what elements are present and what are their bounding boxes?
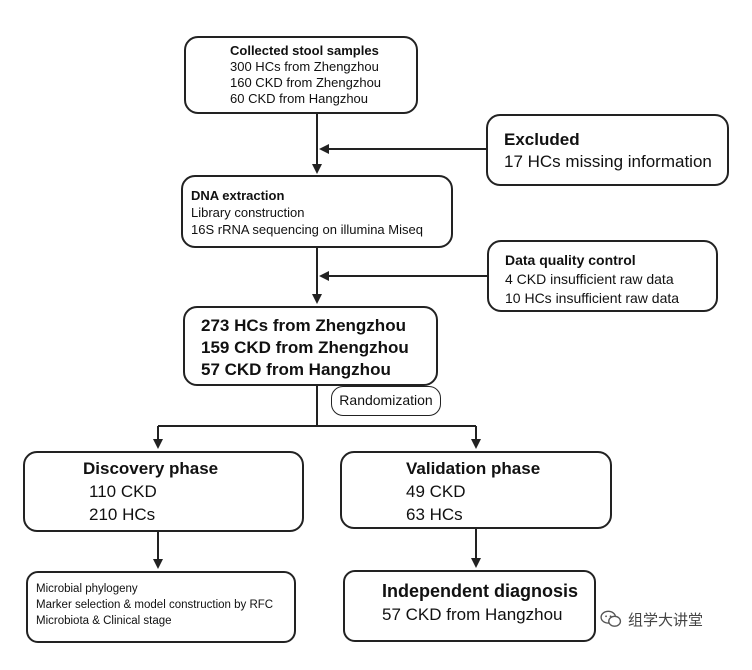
collected-line: 300 HCs from Zhengzhou <box>230 59 379 74</box>
excluded-box: Excluded 17 HCs missing information <box>486 114 729 186</box>
cohort-line: 159 CKD from Zhengzhou <box>201 338 409 357</box>
dna-line: Library construction <box>191 205 305 220</box>
collected-title: Collected stool samples <box>230 43 379 58</box>
cohort-box: 273 HCs from Zhengzhou 159 CKD from Zhen… <box>183 306 438 386</box>
excluded-line: 17 HCs missing information <box>504 152 712 171</box>
independent-diagnosis-box: Independent diagnosis 57 CKD from Hangzh… <box>343 570 596 642</box>
independent-line: 57 CKD from Hangzhou <box>382 605 563 624</box>
collected-line: 160 CKD from Zhengzhou <box>230 75 382 90</box>
quality-control-box: Data quality control 4 CKD insufficient … <box>487 240 718 312</box>
qc-line: 4 CKD insufficient raw data <box>505 271 674 287</box>
collected-samples-box: Collected stool samples 300 HCs from Zhe… <box>184 36 418 114</box>
validation-phase-box: Validation phase 49 CKD 63 HCs <box>340 451 612 529</box>
discovery-line: 210 HCs <box>89 505 156 524</box>
validation-line: 49 CKD <box>406 482 466 501</box>
discovery-title: Discovery phase <box>83 459 219 478</box>
validation-title: Validation phase <box>406 459 541 478</box>
task-line: Microbiota & Clinical stage <box>36 615 172 627</box>
qc-line: 10 HCs insufficient raw data <box>505 290 680 306</box>
independent-title: Independent diagnosis <box>382 581 579 601</box>
qc-title: Data quality control <box>505 252 636 268</box>
dna-line: 16S rRNA sequencing on illumina Miseq <box>191 222 423 237</box>
discovery-phase-box: Discovery phase 110 CKD 210 HCs <box>23 451 304 532</box>
validation-line: 63 HCs <box>406 505 463 524</box>
wechat-icon <box>600 610 622 627</box>
task-line: Marker selection & model construction by… <box>36 599 274 611</box>
discovery-tasks-box: Microbial phylogeny Marker selection & m… <box>26 571 296 643</box>
cohort-line: 57 CKD from Hangzhou <box>201 360 391 379</box>
excluded-title: Excluded <box>504 130 580 149</box>
watermark-text: 组学大讲堂 <box>628 611 704 629</box>
dna-extraction-box: DNA extraction Library construction 16S … <box>181 175 453 248</box>
collected-line: 60 CKD from Hangzhou <box>230 91 369 106</box>
randomization-label: Randomization <box>331 386 441 416</box>
cohort-line: 273 HCs from Zhengzhou <box>201 316 406 335</box>
discovery-line: 110 CKD <box>89 482 157 501</box>
task-line: Microbial phylogeny <box>36 583 138 595</box>
watermark: 组学大讲堂 <box>600 608 703 630</box>
dna-title: DNA extraction <box>191 188 285 203</box>
